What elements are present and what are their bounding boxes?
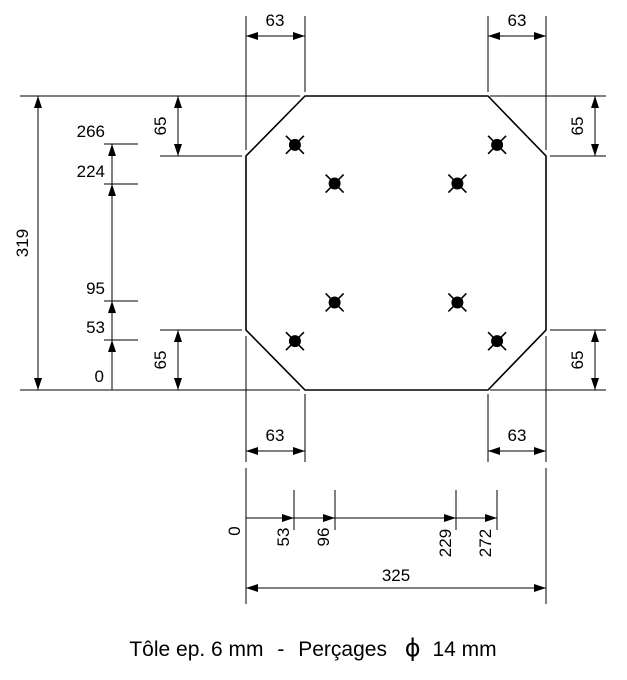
- dim-label: 65: [151, 351, 170, 370]
- hole-cross: [285, 331, 305, 351]
- hole-mark: [487, 331, 507, 351]
- dim-label: 63: [508, 426, 527, 445]
- hole-cross: [447, 292, 467, 313]
- dim-label: 63: [266, 426, 285, 445]
- ordinate-label: 96: [314, 528, 333, 547]
- dim-right-bottom: 65: [568, 330, 599, 390]
- hole-mark: [487, 135, 507, 155]
- ordinate-label: 272: [476, 529, 495, 557]
- dim-left-top: 65: [151, 96, 182, 156]
- dim-label: 65: [568, 117, 587, 136]
- hole-cross: [487, 331, 507, 351]
- dim-label: 63: [508, 11, 527, 30]
- hole-cross: [285, 135, 305, 155]
- hole-mark: [447, 292, 467, 313]
- ordinate-label: 95: [86, 279, 105, 298]
- plate-outline: [245, 95, 547, 391]
- dim-label: 65: [568, 351, 587, 370]
- ordinate-label: 229: [436, 529, 455, 557]
- ordinate-label: 0: [225, 526, 244, 535]
- hole-diameter-label: 14 mm: [432, 638, 496, 661]
- horizontal-ordinate-dims: 0 53 96 229 272: [225, 468, 498, 604]
- caption-text: Tôle ep. 6 mm - Perçages ϕ 14 mm: [129, 634, 496, 662]
- dim-overall-height: 319: [13, 96, 42, 390]
- dim-bottom-right: 63: [487, 336, 547, 462]
- hole-mark: [325, 173, 345, 194]
- dim-overall-width: 325: [246, 468, 547, 604]
- ordinate-label: 266: [77, 122, 105, 141]
- dim-label: 319: [13, 229, 32, 257]
- holes-group: [285, 135, 507, 351]
- ordinate-label: 53: [274, 528, 293, 547]
- thickness-label: Tôle ep. 6 mm: [129, 638, 263, 661]
- hole-mark: [447, 173, 467, 194]
- dim-label: 325: [382, 566, 410, 585]
- dim-top-right: 63: [487, 11, 547, 150]
- dim-left-bottom: 65: [151, 330, 182, 390]
- ordinate-label: 0: [95, 367, 104, 386]
- dim-label: 63: [266, 11, 285, 30]
- hole-cross: [325, 173, 345, 194]
- caption-separator: -: [277, 638, 284, 661]
- holes-label: Perçages: [298, 638, 387, 661]
- caption: Tôle ep. 6 mm - Perçages ϕ 14 mm: [129, 634, 496, 662]
- ordinate-label: 224: [77, 162, 105, 181]
- dim-label: 65: [151, 117, 170, 136]
- hole-cross: [325, 292, 345, 313]
- hole-mark: [325, 292, 345, 313]
- dim-bottom-left: 63: [245, 336, 306, 462]
- dim-top-left: 63: [245, 11, 306, 150]
- ordinate-label: 53: [86, 318, 105, 337]
- diameter-symbol: ϕ: [405, 634, 421, 662]
- hole-cross: [487, 135, 507, 155]
- hole-cross: [447, 173, 467, 194]
- hole-mark: [285, 135, 305, 155]
- hole-mark: [285, 331, 305, 351]
- dim-right-top: 65: [568, 96, 599, 156]
- vertical-ordinate-dims: 266 224 95 53 0: [77, 122, 138, 390]
